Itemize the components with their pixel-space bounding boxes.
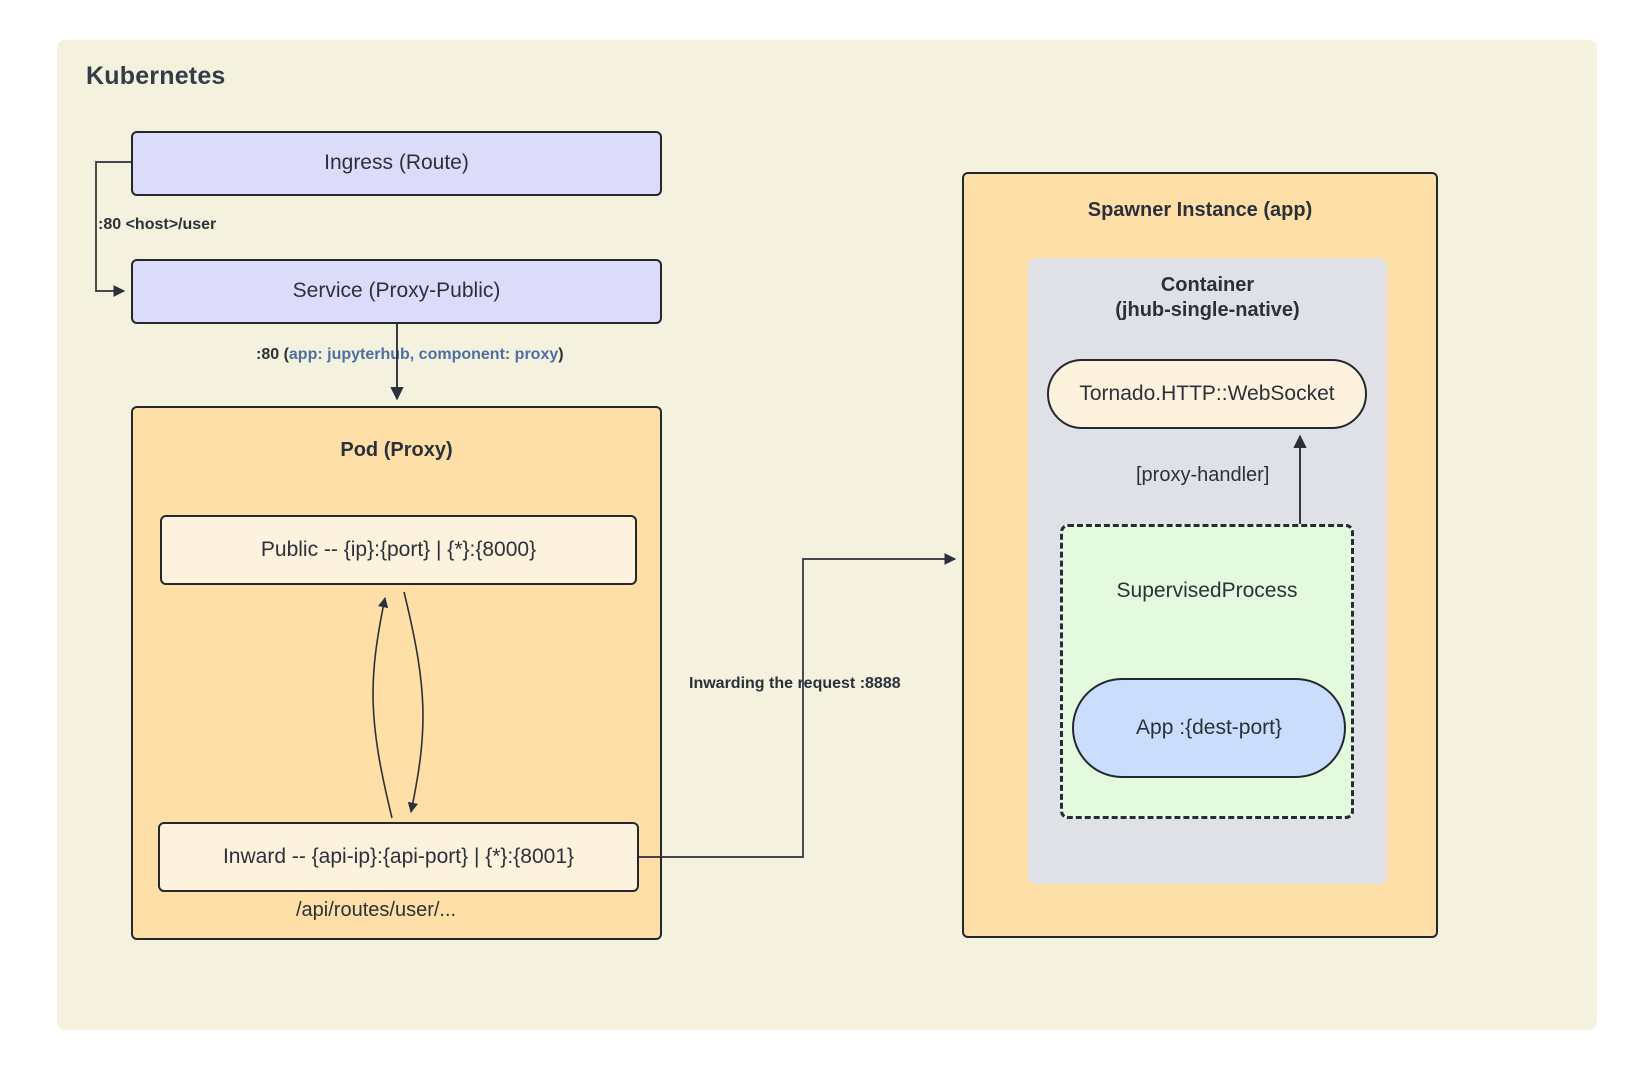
node-app-dest-port[interactable]: App :{dest-port} (1072, 678, 1346, 778)
label-api-routes-user: /api/routes/user/... (296, 899, 457, 921)
edge-label-selector: app: jupyterhub, component: proxy (288, 346, 559, 363)
group-supervised-process-title: SupervisedProcess (1116, 579, 1298, 602)
edge-label-service-to-pod: :80 (app: jupyterhub, component: proxy) (256, 346, 564, 364)
edge-label-proxy-handler: [proxy-handler] (1136, 464, 1270, 486)
node-public-endpoint[interactable]: Public -- {ip}:{port} | {*}:{8000} (160, 515, 637, 585)
node-service-proxy-public[interactable]: Service (Proxy-Public) (131, 259, 662, 324)
group-container-title-line2: (jhub-single-native) (1115, 299, 1300, 321)
edge-label-ingress-to-service: :80 <host>/user (98, 216, 217, 233)
group-container-title-line1: Container (1160, 274, 1255, 296)
node-inward-endpoint[interactable]: Inward -- {api-ip}:{api-port} | {*}:{800… (158, 822, 639, 892)
edge-label-paren-close: ) (558, 346, 564, 363)
edge-label-port: :80 ( (256, 346, 289, 363)
kubernetes-cluster-title: Kubernetes (86, 62, 226, 90)
node-ingress-route[interactable]: Ingress (Route) (131, 131, 662, 196)
group-pod-proxy-title: Pod (Proxy) (340, 439, 453, 461)
edge-label-inwarding-request: Inwarding the request :8888 (689, 675, 901, 692)
node-tornado-http-websocket[interactable]: Tornado.HTTP::WebSocket (1047, 359, 1367, 429)
group-spawner-instance-title: Spawner Instance (app) (1087, 199, 1313, 221)
